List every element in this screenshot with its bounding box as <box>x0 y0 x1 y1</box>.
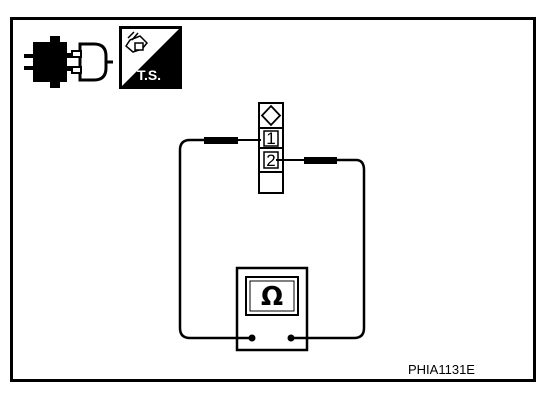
ohm-symbol: Ω <box>261 282 283 312</box>
ts-label: T.S. <box>137 67 161 83</box>
ohmmeter: Ω <box>235 266 309 352</box>
ohmmeter-display <box>245 276 299 316</box>
pin-2-label: 2 <box>266 151 275 170</box>
left-probe-tip <box>204 137 238 144</box>
left-probe-lead <box>178 137 261 342</box>
right-probe-lead <box>276 157 366 342</box>
connector-disconnect-icon <box>24 36 113 88</box>
right-probe-tip <box>304 157 337 164</box>
tester-ts-icon: T.S. <box>119 26 182 89</box>
ohmmeter-body <box>235 266 309 352</box>
diamond-connector-icon <box>260 104 282 127</box>
connector-empty-cell <box>258 171 284 194</box>
connector-block: 1 2 <box>258 102 284 194</box>
pin-1-label: 1 <box>266 129 275 148</box>
figure-code: PHIA1131E <box>408 362 475 377</box>
figure-frame <box>10 17 536 382</box>
